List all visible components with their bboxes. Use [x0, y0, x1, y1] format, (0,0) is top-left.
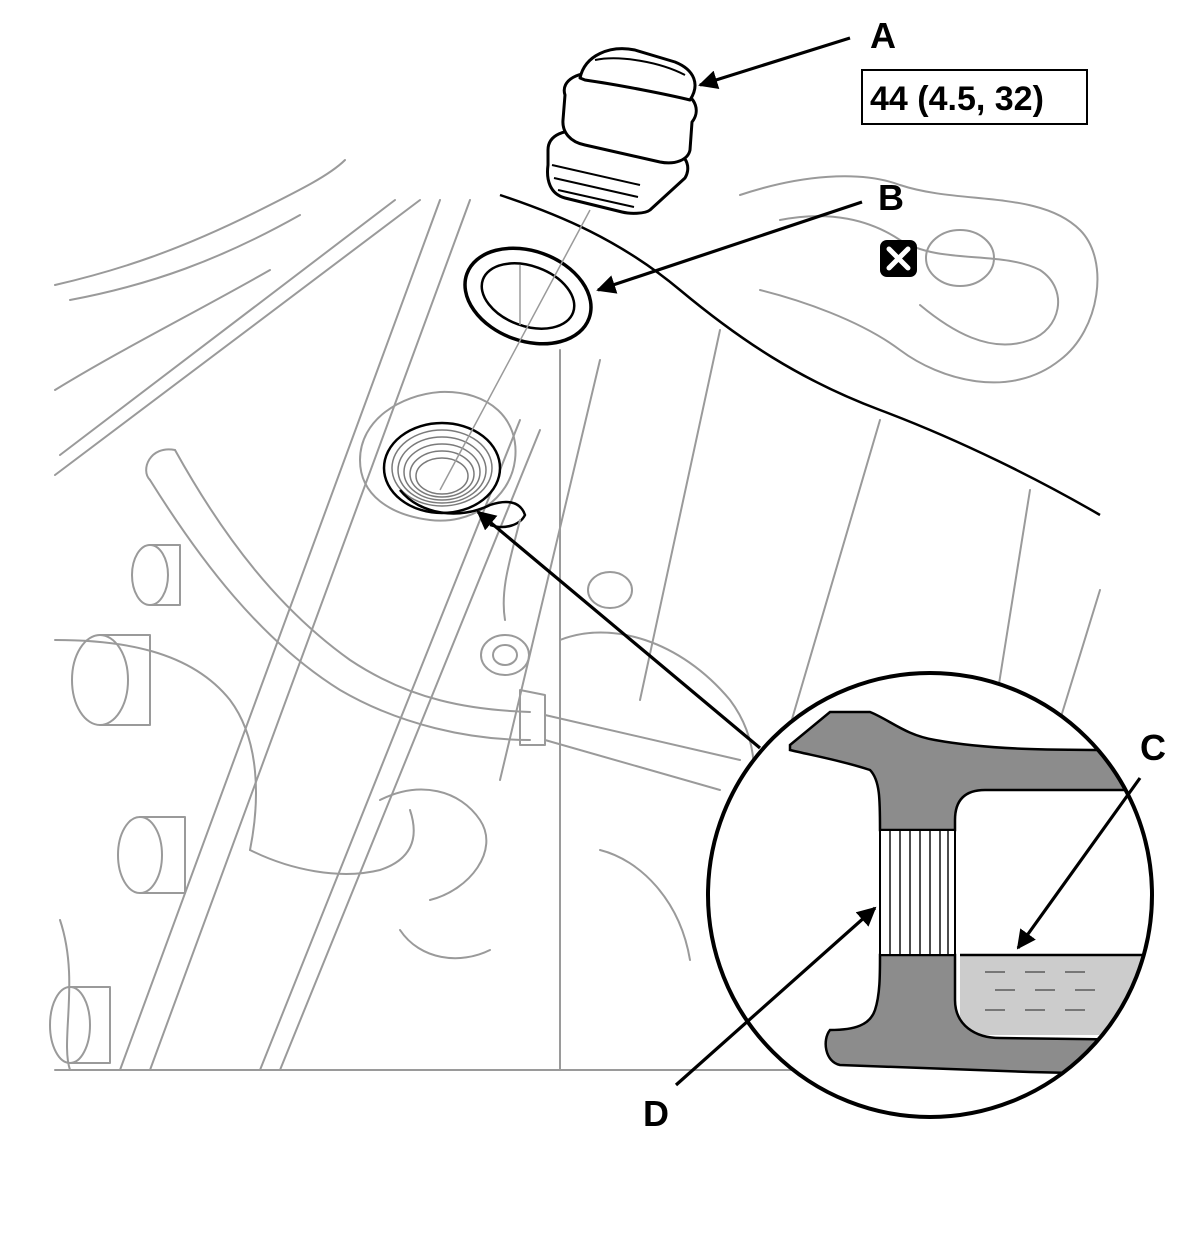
detail-view	[706, 671, 1154, 1119]
drain-plug	[546, 47, 698, 215]
assembly-centerline	[439, 209, 591, 491]
callout-a-leader	[698, 36, 851, 89]
callout-a-label: A	[870, 15, 896, 56]
callout-b-leader	[596, 200, 863, 294]
callout-d-leader	[674, 906, 877, 1087]
torque-spec-box	[861, 69, 1088, 125]
transmission-housing-art	[49, 159, 1101, 1071]
sealing-washer	[463, 246, 593, 346]
callout-c-label: C	[1140, 727, 1166, 768]
callout-d-label: D	[643, 1093, 669, 1134]
replace-part-icon	[880, 240, 917, 277]
callout-c-leader	[1016, 777, 1142, 950]
detail-pointer-arrow	[476, 510, 762, 750]
upper-casting-section	[788, 710, 1152, 832]
callout-b-label: B	[878, 177, 904, 218]
lower-casting-section	[824, 953, 1152, 1077]
torque-spec-text: 44 (4.5, 32)	[870, 80, 1044, 118]
